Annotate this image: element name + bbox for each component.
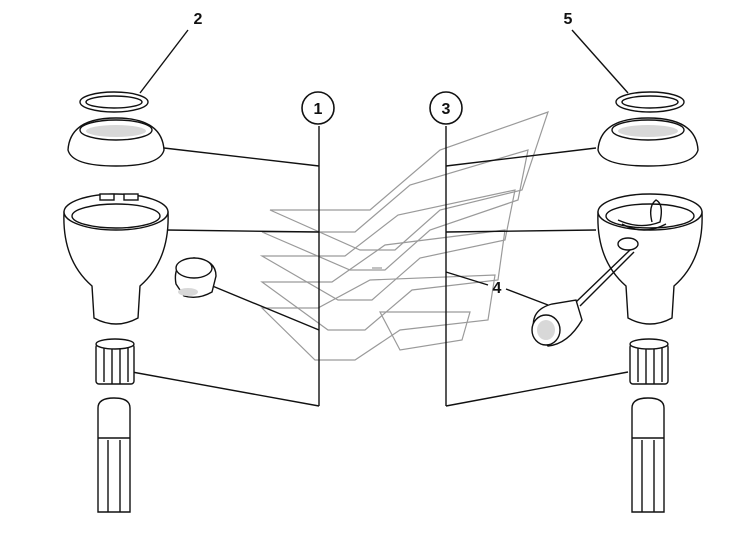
adapter-sleeve-icon xyxy=(95,338,135,385)
callout-1: 1 xyxy=(301,91,335,125)
leader-sleeve-right xyxy=(445,371,629,407)
leader-knob-right xyxy=(445,229,597,233)
leader-line-4b xyxy=(505,288,549,306)
leader-cap-left xyxy=(163,147,320,167)
leader-line-5 xyxy=(571,29,629,94)
shift-lever-icon xyxy=(97,397,131,513)
leader-line-4a xyxy=(445,271,489,286)
callout-4: 4 xyxy=(493,280,502,297)
push-button-icon xyxy=(174,257,217,299)
callout-3: 3 xyxy=(429,91,463,125)
knob-cap-icon xyxy=(67,117,165,167)
callout-2-label: 2 xyxy=(194,11,203,28)
watermark-logo xyxy=(259,111,549,361)
seal-ring-icon xyxy=(615,91,685,113)
callout-5: 5 xyxy=(564,11,573,28)
shift-lever-icon xyxy=(631,397,665,513)
leader-sleeve-left xyxy=(131,371,320,407)
callout-1-label: 1 xyxy=(314,101,323,118)
wired-switch-icon xyxy=(531,193,703,347)
callout-3-label: 3 xyxy=(442,101,451,118)
gear-knob-icon xyxy=(63,193,169,325)
leader-cap-right xyxy=(445,147,597,167)
leader-button-left xyxy=(209,284,320,331)
leader-line-2 xyxy=(139,29,189,94)
callout-2: 2 xyxy=(194,11,203,28)
adapter-sleeve-icon xyxy=(629,338,669,385)
callout-5-label: 5 xyxy=(564,11,573,28)
callout-4-label: 4 xyxy=(493,280,502,297)
knob-cap-icon xyxy=(597,117,699,167)
leader-knob-left xyxy=(165,229,320,233)
seal-ring-icon xyxy=(79,91,149,113)
leader-lines xyxy=(131,29,629,407)
